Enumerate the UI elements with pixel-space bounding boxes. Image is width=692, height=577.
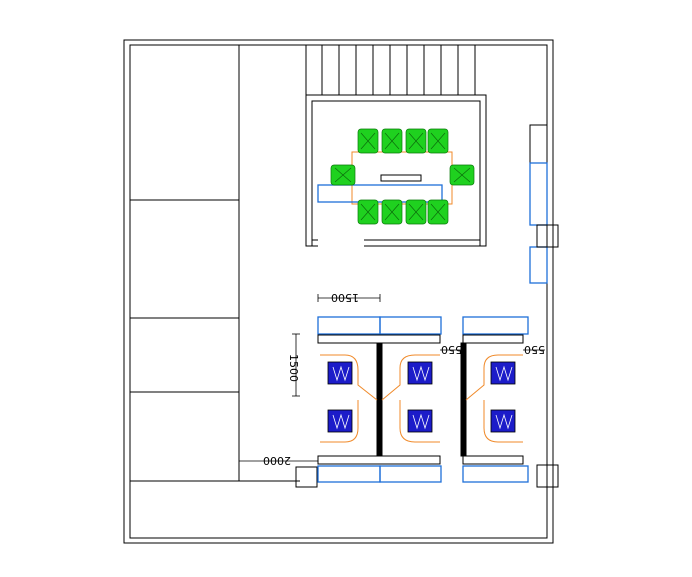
office-chair-icon (381, 128, 403, 154)
office-chair-icon (427, 128, 449, 154)
office-chair-icon (357, 128, 379, 154)
office-chair-icon (405, 199, 427, 225)
office-chair-icon (381, 199, 403, 225)
structural-column-icon (536, 224, 559, 248)
dimension-walk-width: 2000 (263, 454, 291, 467)
office-chair-icon (427, 199, 449, 225)
left-room-partitions (129, 44, 300, 482)
office-chair-icon (330, 164, 356, 186)
meeting-chairs (330, 128, 475, 225)
dimension-top-width: 1500 (331, 291, 359, 304)
task-chair-icon (327, 361, 353, 385)
dimension-aisle-2: 550 (524, 343, 545, 356)
right-wall-fixtures (295, 124, 559, 488)
task-chairs (327, 361, 516, 433)
office-chair-icon (405, 128, 427, 154)
top-storage-slats (305, 45, 476, 98)
structural-column-icon (295, 466, 318, 488)
task-chair-icon (407, 409, 433, 433)
task-chair-icon (407, 361, 433, 385)
dimension-side-height: 1500 (287, 354, 300, 382)
structural-column-icon (536, 464, 559, 488)
dimension-aisle-1: 550 (441, 343, 462, 356)
office-chair-icon (449, 164, 475, 186)
office-chair-icon (357, 199, 379, 225)
task-chair-icon (490, 409, 516, 433)
task-chair-icon (490, 361, 516, 385)
task-chair-icon (327, 409, 353, 433)
dimension-lines (239, 294, 545, 462)
workstation-cluster (317, 316, 529, 483)
meeting-room (305, 94, 487, 247)
